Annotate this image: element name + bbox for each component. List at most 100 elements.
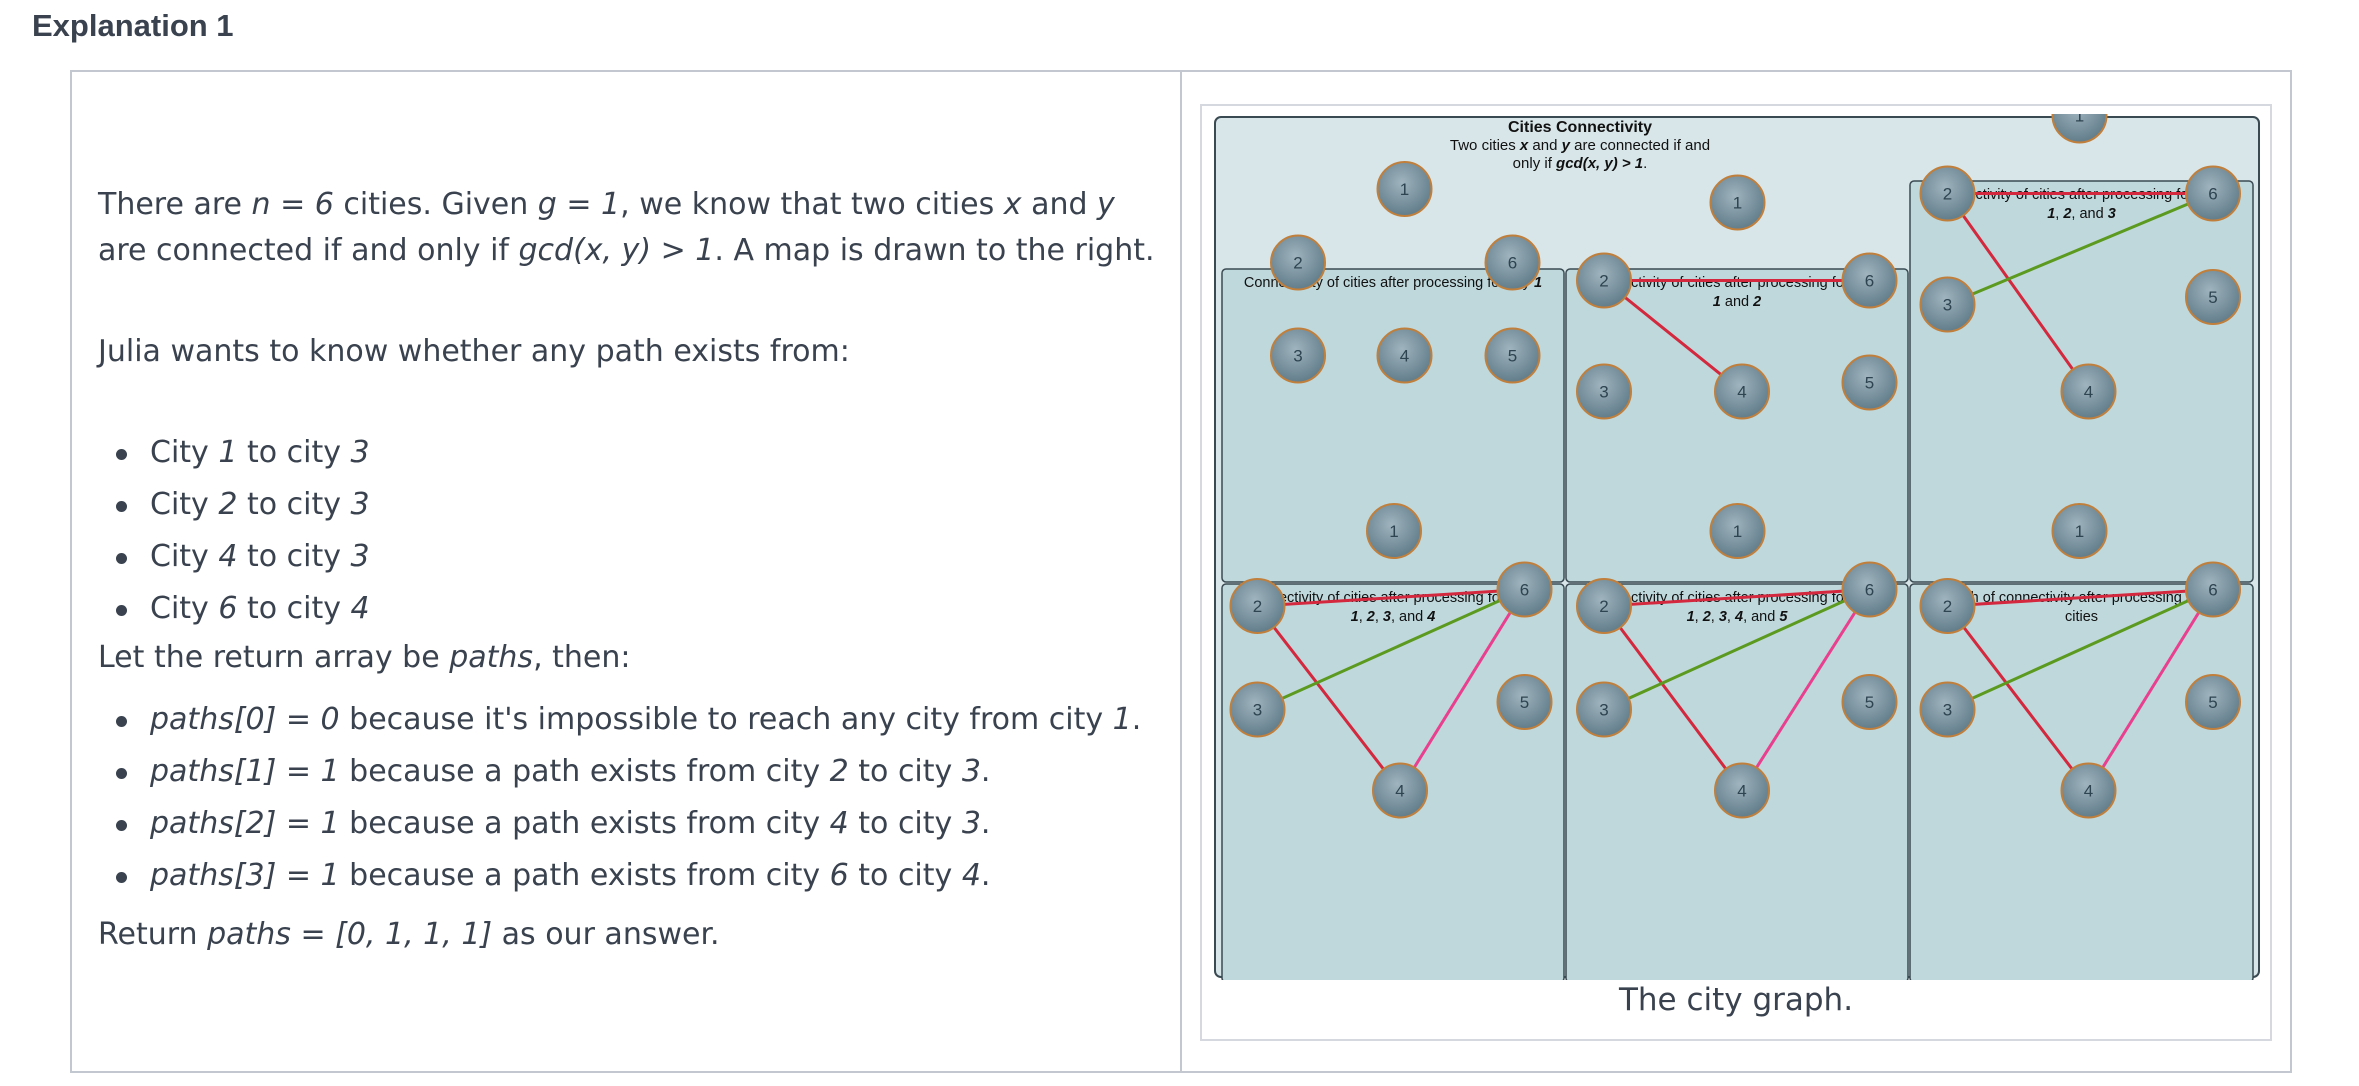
city-node-label: 1 bbox=[1733, 522, 1742, 541]
intro-var: n = 6 bbox=[251, 187, 334, 222]
result-list: paths[0] = 0 because it's impossible to … bbox=[98, 694, 1168, 902]
city-node-label: 5 bbox=[2208, 288, 2217, 307]
city-node-label: 3 bbox=[1943, 296, 1952, 315]
city-node-label: 2 bbox=[1599, 272, 1608, 291]
panel-title-part: 2 bbox=[1702, 609, 1711, 625]
panel-title-part: , and bbox=[1391, 609, 1427, 625]
intro-text: and bbox=[1021, 187, 1098, 222]
panel-title-part: cities bbox=[2065, 609, 2098, 625]
city-node-1 bbox=[1376, 161, 1433, 217]
result-text: . bbox=[980, 754, 991, 789]
panel-title-part: 1 bbox=[1713, 294, 1721, 310]
city-node-label: 1 bbox=[1400, 180, 1409, 199]
intro-var: x bbox=[1003, 187, 1022, 222]
city-node-5 bbox=[1841, 674, 1898, 730]
city-node-label: 2 bbox=[1943, 185, 1952, 204]
result-expr: paths[1] = 1 bbox=[150, 754, 340, 789]
city-number: 3 bbox=[961, 806, 981, 841]
intro-text: cities. Given bbox=[333, 187, 538, 222]
city-node-3 bbox=[1919, 681, 1976, 738]
intro-var: y bbox=[1097, 187, 1115, 222]
city-number: 3 bbox=[350, 539, 370, 574]
query-text: to city bbox=[237, 487, 351, 522]
city-number: 4 bbox=[961, 858, 981, 893]
city-node-label: 6 bbox=[2208, 581, 2217, 600]
city-node-label: 1 bbox=[1733, 194, 1742, 213]
edge-2-4 bbox=[1602, 605, 1744, 792]
panel-title: 1, 2, and 3 bbox=[2047, 206, 2116, 222]
city-node-label: 6 bbox=[1865, 272, 1874, 291]
city-node-label: 4 bbox=[1737, 782, 1746, 801]
result-text: because a path exists from city bbox=[339, 806, 830, 841]
julia-paragraph: Julia wants to know whether any path exi… bbox=[98, 334, 850, 369]
intro-var: g = 1 bbox=[537, 187, 621, 222]
query-text: City bbox=[150, 539, 219, 574]
panel-title: 1, 2, 3, and 4 bbox=[1351, 609, 1436, 625]
list-item: paths[1] = 1 because a path exists from … bbox=[98, 746, 1168, 798]
panel-title-part: 1 bbox=[1687, 609, 1695, 625]
panel-cities-1-5: Connectivity of cities after processing … bbox=[1565, 503, 1909, 980]
city-node-6 bbox=[1496, 561, 1553, 618]
city-node-1 bbox=[1366, 503, 1422, 559]
panel-title-part: Connectivity of cities after processing … bbox=[1588, 275, 1885, 291]
query-text: to city bbox=[237, 435, 351, 470]
city-graph-diagram: Cities Connectivity Two cities x and y a… bbox=[1214, 114, 2260, 980]
city-node-6 bbox=[2185, 165, 2241, 222]
subtitle-var: y bbox=[1561, 137, 1571, 154]
city-node-5 bbox=[2185, 269, 2241, 325]
query-text: City bbox=[150, 435, 219, 470]
result-text: to city bbox=[848, 806, 962, 841]
city-node-4 bbox=[1376, 327, 1433, 384]
city-number: 4 bbox=[829, 806, 849, 841]
edge-4-6 bbox=[1740, 588, 1871, 792]
city-node-2 bbox=[1919, 165, 1976, 222]
intro-var: gcd(x, y) > 1 bbox=[518, 233, 715, 268]
city-node-label: 3 bbox=[1943, 701, 1952, 720]
panel-title-part: 2 bbox=[2062, 206, 2071, 222]
subtitle-part: . bbox=[1643, 155, 1647, 172]
result-expr: paths[2] = 1 bbox=[150, 806, 340, 841]
panel-title-part: , and bbox=[2071, 206, 2107, 222]
return-paragraph: Return paths = [0, 1, 1, 1] as our answe… bbox=[98, 912, 720, 958]
diagram-title: Cities Connectivity bbox=[1508, 119, 1652, 136]
subtitle-part: are connected if and bbox=[1570, 137, 1710, 154]
panel-title-part: 3 bbox=[1719, 609, 1727, 625]
subtitle-part: only if bbox=[1513, 155, 1556, 172]
diagram-subtitle: only if gcd(x, y) > 1. bbox=[1513, 155, 1648, 172]
query-text: to city bbox=[237, 539, 351, 574]
list-item: paths[0] = 0 because it's impossible to … bbox=[98, 694, 1168, 746]
city-node-6 bbox=[1841, 252, 1898, 309]
city-node-2 bbox=[1576, 578, 1632, 634]
city-node-4 bbox=[2060, 762, 2117, 819]
panel-title-part: , bbox=[2055, 206, 2063, 222]
panel-title-part: 4 bbox=[1734, 609, 1743, 625]
panel-title-part: 2 bbox=[1366, 609, 1375, 625]
subtitle-part: and bbox=[1528, 137, 1561, 154]
city-node-1 bbox=[1709, 174, 1766, 231]
paths-paragraph: Let the return array be paths, then: bbox=[98, 635, 631, 681]
city-node-label: 4 bbox=[2084, 782, 2093, 801]
city-node-label: 5 bbox=[1508, 347, 1517, 366]
city-node-3 bbox=[1919, 276, 1976, 333]
city-number: 3 bbox=[350, 435, 370, 470]
result-text: because it's impossible to reach any cit… bbox=[339, 702, 1113, 737]
edge-3-6 bbox=[1603, 588, 1871, 711]
list-item: City 2 to city 3 bbox=[98, 479, 1168, 531]
result-text: to city bbox=[848, 754, 962, 789]
city-node-3 bbox=[1576, 363, 1632, 420]
paths-var: paths bbox=[449, 640, 534, 675]
edge-2-6 bbox=[1603, 588, 1870, 608]
city-node-label: 3 bbox=[1293, 347, 1302, 366]
panel-title-part: 1 bbox=[1534, 275, 1542, 291]
city-node-6 bbox=[1841, 561, 1898, 618]
city-node-label: 4 bbox=[1395, 782, 1404, 801]
city-node-label: 1 bbox=[2075, 522, 2084, 541]
city-node-label: 5 bbox=[1865, 374, 1874, 393]
panel-title-part: 3 bbox=[2108, 206, 2116, 222]
panel-title-part: 1 bbox=[2047, 206, 2055, 222]
panel-title-part: , bbox=[1359, 609, 1367, 625]
return-text: Return bbox=[98, 917, 208, 952]
city-number: 3 bbox=[961, 754, 981, 789]
city-number: 4 bbox=[350, 591, 370, 626]
panel-cities-1-3: Connectivity of cities after processing … bbox=[1909, 114, 2254, 583]
